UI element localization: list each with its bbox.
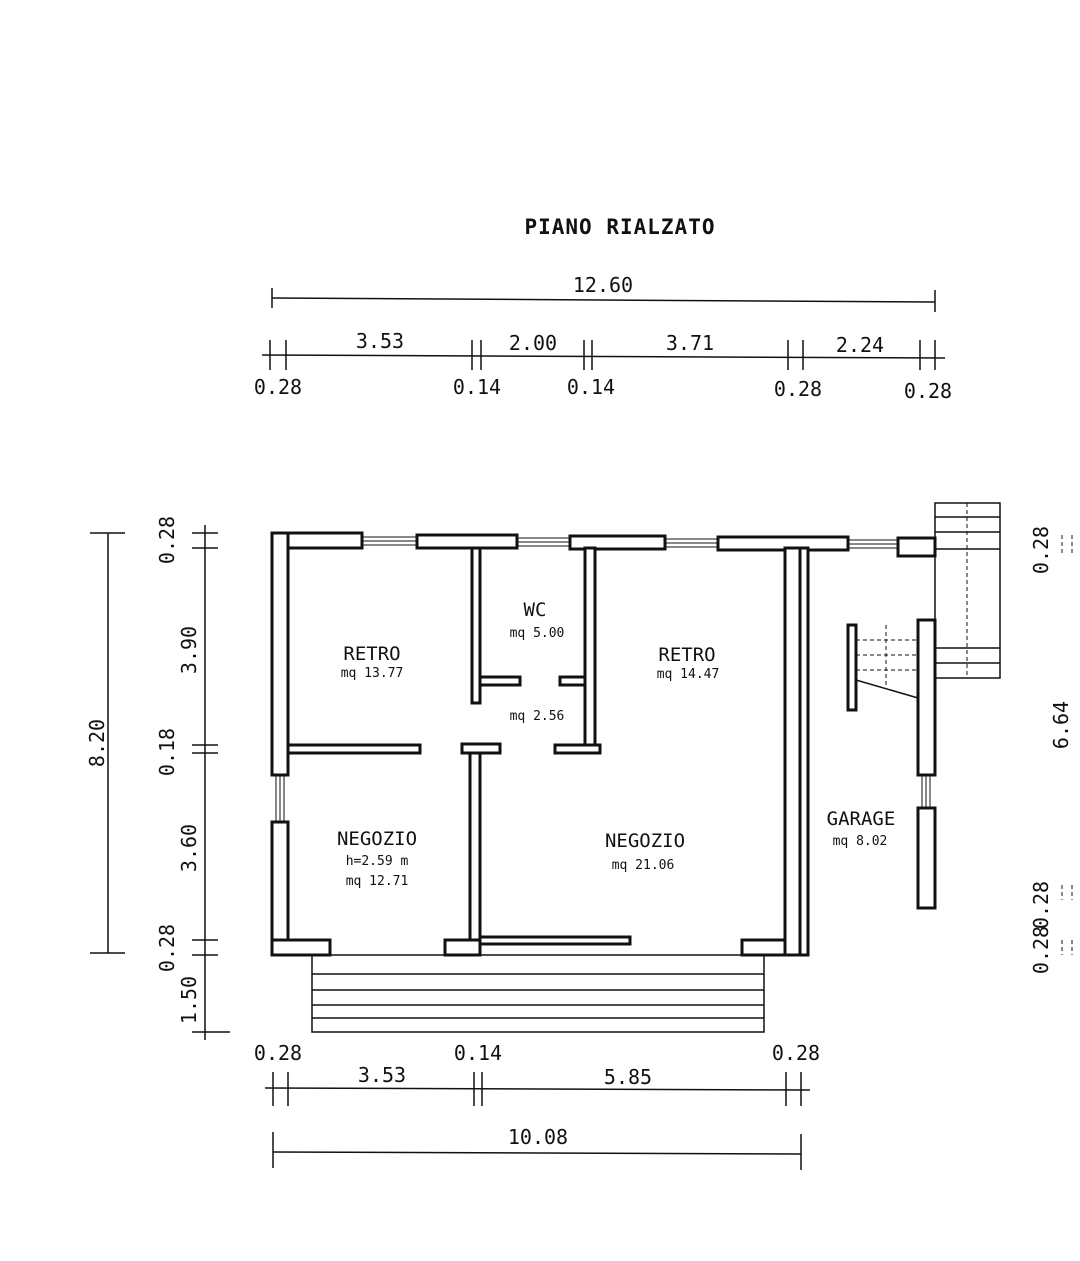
- dim-left-seg: 0.28: [155, 516, 179, 564]
- dim-top-wall: 0.28: [904, 379, 952, 403]
- room-area: mq 13.77: [341, 666, 404, 681]
- dim-top-seg: 2.24: [836, 333, 884, 357]
- dim-left-seg: 0.18: [155, 728, 179, 776]
- room-area: mq 8.02: [833, 834, 888, 849]
- dim-top-seg: 3.53: [356, 329, 404, 353]
- dim-left-total: 8.20: [85, 719, 109, 767]
- dim-top-seg: 2.00: [509, 331, 557, 355]
- dim-bottom-wall: 0.28: [772, 1041, 820, 1065]
- top-dimensions: 12.60 3.53 2.00 3.71 2.24 0.28 0.14 0.14…: [254, 273, 952, 403]
- left-dimensions: 8.20 0.28 3.90 0.18 3.60 0.28 1.50: [85, 516, 230, 1040]
- dim-top-wall: 0.28: [774, 377, 822, 401]
- dim-top-wall: 0.14: [567, 375, 615, 399]
- room-height: h=2.59 m: [346, 854, 409, 869]
- dim-right-seg: 0.28: [1029, 526, 1053, 574]
- room-area: mq 12.71: [346, 874, 409, 889]
- dim-top-wall: 0.14: [453, 375, 501, 399]
- dim-right-seg: 0.28: [1029, 926, 1053, 974]
- right-dimensions: 0.28 6.64 0.28 0.28: [1029, 526, 1073, 974]
- dim-left-seg: 3.90: [177, 626, 201, 674]
- dim-right-seg: 0.28: [1029, 881, 1053, 929]
- dim-top-seg: 3.71: [666, 331, 714, 355]
- room-labels: RETRO mq 13.77 WC mq 5.00 RETRO mq 14.47…: [337, 599, 895, 889]
- room-area: mq 21.06: [612, 858, 675, 873]
- dim-bottom-total: 10.08: [508, 1125, 568, 1149]
- stairs: [855, 502, 1001, 699]
- plan-title: PIANO RIALZATO: [524, 215, 715, 239]
- front-steps: [311, 954, 765, 1033]
- dim-left-seg: 1.50: [177, 976, 201, 1024]
- dim-left-seg: 3.60: [177, 824, 201, 872]
- dim-bottom-seg: 3.53: [358, 1063, 406, 1087]
- dim-left-seg: 0.28: [155, 924, 179, 972]
- dim-bottom-seg: 5.85: [604, 1065, 652, 1089]
- dim-bottom-wall: 0.14: [454, 1041, 502, 1065]
- room-name: GARAGE: [827, 808, 896, 830]
- bottom-dimensions: 0.28 0.14 0.28 3.53 5.85 10.08: [254, 1041, 820, 1170]
- room-name: RETRO: [658, 644, 715, 666]
- dim-top-total: 12.60: [573, 273, 633, 297]
- windows: [275, 536, 931, 822]
- dim-top-wall: 0.28: [254, 375, 302, 399]
- room-name: WC: [524, 599, 547, 621]
- walls: [270, 531, 937, 957]
- room-name: NEGOZIO: [605, 830, 685, 852]
- dim-bottom-wall: 0.28: [254, 1041, 302, 1065]
- room-area: mq 14.47: [657, 667, 720, 682]
- room-area: mq 2.56: [510, 709, 565, 724]
- room-area: mq 5.00: [510, 626, 565, 641]
- room-name: NEGOZIO: [337, 828, 417, 850]
- room-name: RETRO: [343, 643, 400, 665]
- dim-right-seg: 6.64: [1049, 701, 1073, 749]
